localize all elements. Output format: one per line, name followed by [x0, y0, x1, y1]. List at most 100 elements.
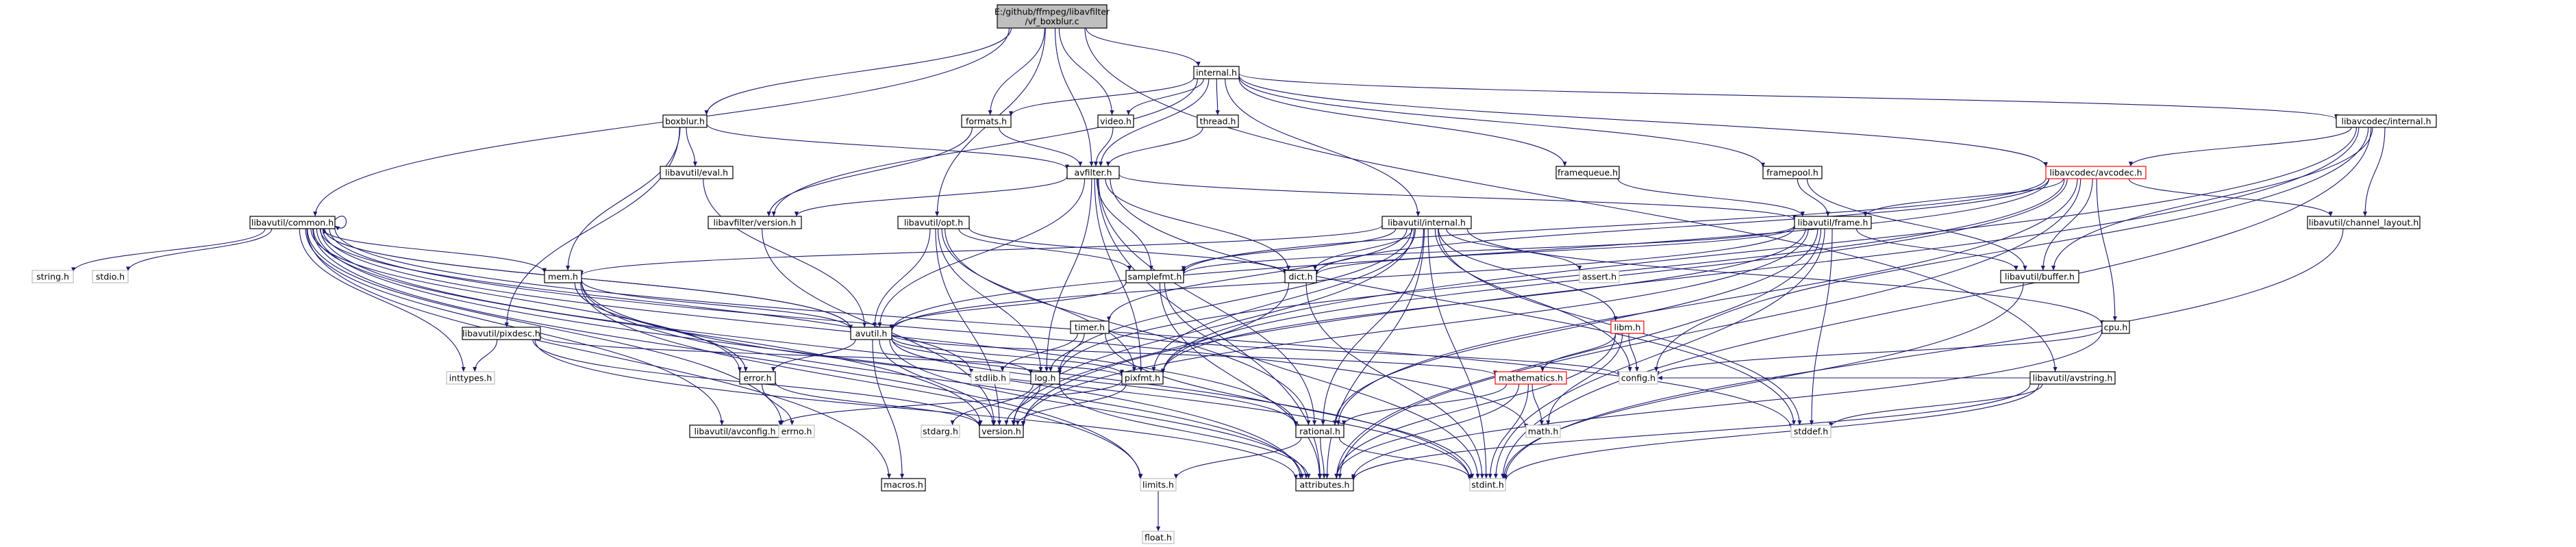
node-assert-h[interactable]: assert.h — [1579, 270, 1620, 283]
node-framequeue-h[interactable]: framequeue.h — [1555, 166, 1620, 179]
node-samplefmt-h[interactable]: samplefmt.h — [1125, 270, 1184, 283]
edge-libavutil_internal_h-to-stdint_h — [1427, 228, 1488, 479]
node-dict-h[interactable]: dict.h — [1284, 270, 1317, 283]
node-errno-h[interactable]: errno.h — [778, 424, 815, 438]
node-libavutil-internal-h[interactable]: libavutil/internal.h — [1381, 216, 1472, 229]
node-box — [1121, 371, 1164, 385]
node-internal-h[interactable]: internal.h — [1193, 66, 1240, 79]
edge-libavutil_common_h-to-stdlib_h — [319, 228, 974, 374]
node-stdint-h[interactable]: stdint.h — [1469, 478, 1506, 492]
node-macros-h[interactable]: macros.h — [881, 478, 926, 492]
node-box — [2336, 114, 2437, 128]
node-stddef-h[interactable]: stddef.h — [1790, 424, 1831, 438]
node-libavfilter-version-h[interactable]: libavfilter/version.h — [708, 216, 802, 229]
node-math-h[interactable]: math.h — [1525, 424, 1561, 438]
node-inttypes-h[interactable]: inttypes.h — [446, 371, 495, 385]
node-config-h[interactable]: config.h — [1618, 371, 1658, 385]
node-libavutil-frame-h[interactable]: libavutil/frame.h — [1794, 216, 1872, 229]
node-box — [1193, 66, 1240, 79]
edge-avutil_h-to-macros_h — [872, 339, 905, 479]
edge-libavcodec_avcodec_h-to-libavutil_channel_layout_h — [2128, 178, 2333, 217]
edge-libavutil_common_h-to-inttypes_h — [299, 228, 466, 372]
node-stdlib-h[interactable]: stdlib.h — [971, 371, 1010, 385]
node-box — [2029, 371, 2116, 385]
node-formats-h[interactable]: formats.h — [961, 114, 1012, 128]
node-libavutil-channel-layout-h[interactable]: libavutil/channel_layout.h — [2307, 216, 2421, 229]
edge-libavcodec_avcodec_h-to-attributes_h — [1338, 178, 2081, 479]
edge-internal_h-to-formats_h — [1008, 77, 1195, 116]
edge-avutil_h-to-attributes_h — [889, 339, 1309, 479]
node-pixfmt-h[interactable]: pixfmt.h — [1121, 371, 1164, 385]
node-timer-h[interactable]: timer.h — [1070, 320, 1110, 334]
edge-avutil_h-to-rational_h — [891, 338, 1299, 427]
node-label: E:/github/ffmpeg/libavfilter — [995, 7, 1110, 17]
edge-mathematics_h-to-attributes_h — [1334, 383, 1520, 479]
node-box — [1030, 371, 1060, 385]
node-cpu-h[interactable]: cpu.h — [2101, 320, 2130, 334]
node-label: macros.h — [884, 480, 923, 490]
edge-internal_h-to-libavcodec_avcodec_h — [1238, 75, 2048, 167]
node-libm-h[interactable]: libm.h — [1610, 320, 1645, 334]
node-rational-h[interactable]: rational.h — [1295, 424, 1345, 438]
node-boxblur-c[interactable]: E:/github/ffmpeg/libavfilter/vf_boxblur.… — [995, 4, 1110, 29]
node-avfilter-h[interactable]: avfilter.h — [1066, 166, 1120, 179]
node-mem-h[interactable]: mem.h — [544, 270, 582, 283]
edge-libavutil_internal_h-to-config_h — [1434, 228, 1632, 372]
node-video-h[interactable]: video.h — [1097, 114, 1134, 128]
node-box — [1142, 531, 1175, 544]
node-box — [778, 424, 815, 438]
node-attributes-h[interactable]: attributes.h — [1295, 478, 1354, 492]
node-libavcodec-internal-h[interactable]: libavcodec/internal.h — [2336, 114, 2437, 128]
node-error-h[interactable]: error.h — [739, 371, 776, 385]
node-box — [1140, 478, 1177, 492]
edge-libavcodec_internal_h-to-pixfmt_h — [1160, 127, 2357, 374]
node-framepool-h[interactable]: framepool.h — [1762, 166, 1823, 179]
edge-libavcodec_internal_h-to-stdint_h — [1501, 127, 2372, 479]
node-box — [1097, 114, 1134, 128]
node-libavutil-buffer-h[interactable]: libavutil/buffer.h — [2000, 270, 2079, 283]
node-libavutil-opt-h[interactable]: libavutil/opt.h — [897, 216, 970, 229]
node-thread-h[interactable]: thread.h — [1197, 114, 1239, 128]
edge-avfilter_h-to-libavutil_frame_h — [1118, 174, 1797, 220]
edge-avutil_h-to-libavutil_common_h — [322, 228, 851, 330]
node-libavutil-common-h[interactable]: libavutil/common.h — [249, 216, 336, 229]
edge-libavutil_frame_h-to-version_h — [1021, 228, 1809, 426]
edge-libavutil_common_h-to-errno_h — [307, 228, 784, 426]
node-label: assert.h — [1582, 272, 1616, 282]
node-libavutil-eval-h[interactable]: libavutil/eval.h — [660, 166, 734, 179]
node-mathematics-h[interactable]: mathematics.h — [1495, 371, 1567, 385]
node-avutil-h[interactable]: avutil.h — [850, 327, 892, 340]
edge-libm_h-to-mathematics_h — [1540, 333, 1616, 372]
edge-libavutil_common_h-to-math_h — [329, 228, 1528, 429]
node-label: libavcodec/avcodec.h — [2049, 168, 2142, 178]
node-stdarg-h[interactable]: stdarg.h — [921, 424, 960, 438]
edge-libavutil_common_h-to-macros_h — [306, 228, 892, 479]
node-limits-h[interactable]: limits.h — [1140, 478, 1177, 492]
node-stdio-h[interactable]: stdio.h — [92, 270, 129, 283]
node-string-h[interactable]: string.h — [32, 270, 74, 283]
edge-avfilter_h-to-attributes_h — [1097, 178, 1323, 479]
node-label: formats.h — [966, 116, 1007, 127]
node-libavcodec-avcodec-h[interactable]: libavcodec/avcodec.h — [2045, 166, 2147, 179]
node-boxblur-h[interactable]: boxblur.h — [662, 114, 708, 128]
node-log-h[interactable]: log.h — [1030, 371, 1060, 385]
node-float-h[interactable]: float.h — [1142, 531, 1175, 544]
node-label: libavutil/opt.h — [904, 218, 963, 228]
node-label: libavutil/internal.h — [1388, 218, 1466, 228]
node-libavutil-avstring-h[interactable]: libavutil/avstring.h — [2029, 371, 2116, 385]
node-libavutil-pixdesc-h[interactable]: libavutil/pixdesc.h — [462, 327, 541, 340]
node-version-h[interactable]: version.h — [979, 424, 1024, 438]
edge-boxblur_c-to-libavutil_avstring_h — [1084, 27, 2058, 372]
node-label: framepool.h — [1766, 168, 1818, 178]
node-box — [971, 371, 1010, 385]
edge-boxblur_c-to-libavutil_common_h — [313, 27, 1010, 217]
node-box — [1381, 216, 1472, 229]
edge-boxblur_c-to-internal_h — [1086, 27, 1201, 67]
node-box — [2000, 270, 2079, 283]
edge-avfilter_h-to-log_h — [1045, 178, 1092, 372]
edge-libavutil_pixdesc_h-to-pixfmt_h — [540, 335, 1124, 377]
edge-boxblur_c-to-formats_h — [988, 27, 1045, 116]
edge-avutil_h-to-error_h — [771, 339, 856, 372]
node-libavutil-avconfig-h[interactable]: libavutil/avconfig.h — [689, 424, 781, 438]
edge-samplefmt_h-to-avutil_h — [889, 282, 1127, 330]
